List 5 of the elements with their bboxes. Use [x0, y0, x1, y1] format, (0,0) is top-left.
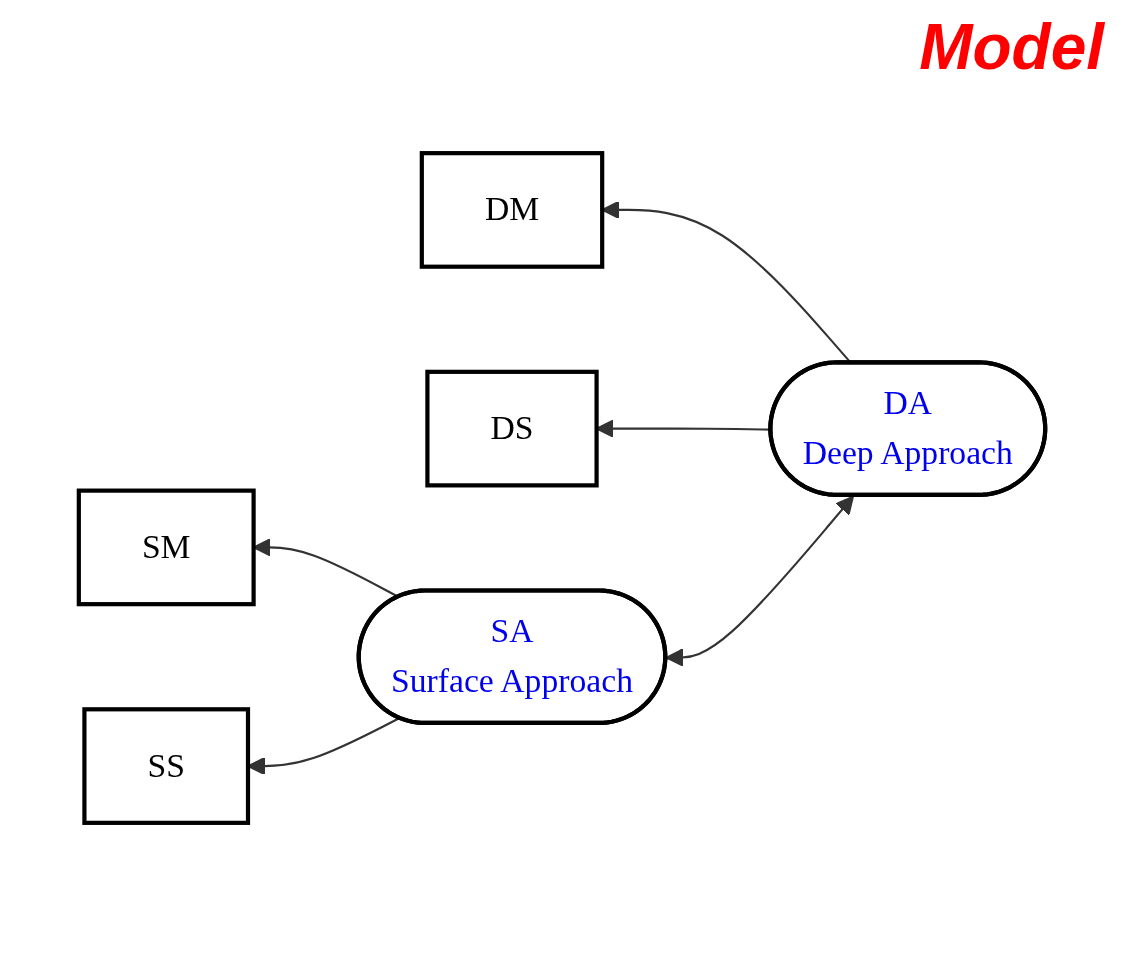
node-box: DS — [425, 369, 599, 488]
node-box: SM — [76, 488, 256, 607]
title: Model — [919, 10, 1104, 84]
node-box: SS — [82, 707, 251, 825]
node-box: DM — [419, 151, 605, 269]
